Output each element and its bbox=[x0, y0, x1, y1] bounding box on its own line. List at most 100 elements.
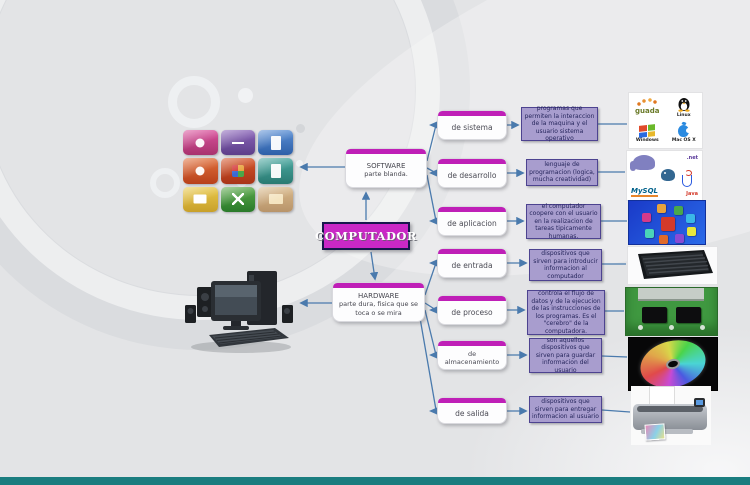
access-icon bbox=[183, 130, 218, 156]
desc-de-desarrollo[interactable]: lenguaje de programacion (logica, mucha … bbox=[526, 159, 598, 186]
branch-de-entrada[interactable]: de entrada bbox=[437, 248, 507, 278]
printed-photo bbox=[644, 423, 666, 441]
node-topbar bbox=[333, 283, 424, 288]
desktop-computer-image[interactable] bbox=[183, 265, 295, 355]
app-tile-icon bbox=[645, 229, 654, 238]
dotnet-label: .net bbox=[686, 155, 698, 161]
java-cup-icon bbox=[682, 170, 692, 187]
keyboard-image[interactable] bbox=[627, 246, 718, 285]
word-icon bbox=[258, 130, 293, 156]
branch-label: de salida bbox=[455, 408, 489, 418]
app-tile-icon bbox=[675, 234, 684, 243]
desc-de-sistema[interactable]: programas que permiten la interaccion de… bbox=[521, 105, 598, 143]
branch-de-sistema[interactable]: de sistema bbox=[437, 110, 507, 140]
branch-de-aplicacion[interactable]: de aplicacion bbox=[437, 206, 507, 236]
branch-de-almacenamiento[interactable]: de almacenamiento bbox=[437, 340, 507, 370]
java-label: Java bbox=[686, 191, 698, 197]
mysql-label: MySQL bbox=[631, 187, 658, 197]
desc-de-salida[interactable]: dispositivos que sirven para entregar in… bbox=[529, 396, 602, 423]
desc-text: lenguaje de programacion (logica, mucha … bbox=[529, 161, 595, 184]
printer-tray bbox=[641, 429, 693, 434]
guadalinex-logo: guada bbox=[629, 93, 666, 121]
folder-icon bbox=[258, 186, 293, 213]
guadalinex-dots-icon bbox=[636, 98, 659, 107]
windows-label: Windows bbox=[635, 138, 659, 144]
root-label: COMPUTADOR bbox=[315, 229, 417, 243]
windows-flag-icon bbox=[639, 124, 656, 139]
branch-de-proceso[interactable]: de proceso bbox=[437, 295, 507, 325]
memory-chip-image[interactable] bbox=[625, 287, 718, 336]
footer-bar bbox=[0, 477, 750, 485]
hardware-title: HARDWARE bbox=[358, 292, 399, 301]
guadalinex-label: guada bbox=[635, 107, 660, 116]
root-node-computador[interactable]: COMPUTADOR bbox=[315, 222, 417, 250]
programming-languages-image[interactable]: .net MySQL Java bbox=[626, 150, 703, 201]
cd-disc-icon bbox=[635, 338, 711, 390]
cd-hole bbox=[664, 357, 682, 371]
app-tile-icon bbox=[657, 204, 666, 213]
desc-de-aplicacion[interactable]: el computador coopere con el usuario en … bbox=[526, 202, 601, 240]
printer-top-strip bbox=[637, 406, 703, 412]
desc-de-entrada[interactable]: dispositivos que sirven para introducir … bbox=[529, 249, 602, 281]
computer-illustration bbox=[185, 271, 293, 353]
solder-dot bbox=[700, 325, 705, 330]
office-applications-image[interactable] bbox=[628, 200, 706, 245]
linux-logo: Linux bbox=[666, 93, 703, 121]
cd-disc-image[interactable] bbox=[628, 337, 718, 391]
linux-label: Linux bbox=[676, 112, 691, 118]
app-tile-icon bbox=[642, 213, 651, 222]
tux-penguin-icon bbox=[678, 97, 690, 112]
branch-label: de desarrollo bbox=[447, 171, 497, 180]
memory-chip-icon bbox=[676, 307, 701, 323]
desc-text: dispositivos que sirven para entregar in… bbox=[532, 398, 599, 421]
desc-text: son aquellos dispositivos que sirven par… bbox=[535, 336, 596, 374]
desc-de-proceso[interactable]: controla el flujo de datos y de la ejecu… bbox=[527, 290, 605, 335]
node-topbar bbox=[438, 296, 506, 301]
desc-de-almacenamiento[interactable]: son aquellos dispositivos que sirven par… bbox=[529, 336, 602, 374]
powerpoint-icon bbox=[183, 158, 218, 184]
php-elephant-icon bbox=[630, 155, 655, 171]
node-topbar bbox=[438, 159, 506, 164]
desc-text: programas que permiten la interaccion de… bbox=[524, 105, 595, 143]
printer-screen bbox=[694, 398, 705, 407]
publisher-icon bbox=[258, 158, 293, 184]
memory-chip-icon bbox=[642, 307, 667, 323]
postgresql-icon bbox=[661, 169, 675, 181]
solder-dot bbox=[669, 325, 674, 330]
mac-logo: Mac OS X bbox=[666, 121, 703, 149]
app-tile-icon bbox=[659, 235, 668, 244]
mac-label: Mac OS X bbox=[671, 138, 696, 144]
app-tile-icon bbox=[687, 227, 696, 236]
branch-label: de entrada bbox=[451, 261, 493, 270]
branch-de-salida[interactable]: de salida bbox=[437, 397, 507, 424]
branch-label: de aplicacion bbox=[447, 219, 497, 228]
solder-dot bbox=[638, 325, 643, 330]
node-topbar bbox=[346, 149, 426, 154]
printer-image[interactable] bbox=[631, 386, 711, 445]
ram-slot bbox=[638, 288, 704, 301]
keyboard-illustration bbox=[638, 250, 713, 279]
node-topbar bbox=[438, 207, 506, 212]
office-suite-image[interactable] bbox=[183, 130, 293, 213]
sharepoint-icon bbox=[220, 130, 256, 156]
operating-systems-image[interactable]: guada Linux Windows Mac OS X bbox=[628, 92, 703, 149]
node-topbar bbox=[438, 249, 506, 254]
node-topbar bbox=[438, 111, 506, 116]
node-topbar bbox=[438, 341, 506, 346]
branch-label: de sistema bbox=[451, 123, 493, 132]
software-title: SOFTWARE bbox=[366, 162, 406, 171]
app-tile-icon bbox=[674, 206, 683, 215]
outlook-icon bbox=[183, 186, 218, 213]
office-logo-icon bbox=[220, 158, 256, 184]
branch-de-desarrollo[interactable]: de desarrollo bbox=[437, 158, 507, 188]
app-tile-icon bbox=[686, 214, 695, 223]
software-subtitle: parte blanda. bbox=[364, 170, 408, 179]
software-node[interactable]: SOFTWARE parte blanda. bbox=[345, 148, 427, 188]
windows-logo: Windows bbox=[629, 121, 666, 149]
hardware-node[interactable]: HARDWARE parte dura, fisica que se toca … bbox=[332, 282, 425, 322]
desc-text: controla el flujo de datos y de la ejecu… bbox=[531, 290, 601, 335]
desc-text: el computador coopere con el usuario en … bbox=[529, 202, 598, 240]
hardware-subtitle: parte dura, fisica que se toca o se mira bbox=[338, 300, 419, 317]
